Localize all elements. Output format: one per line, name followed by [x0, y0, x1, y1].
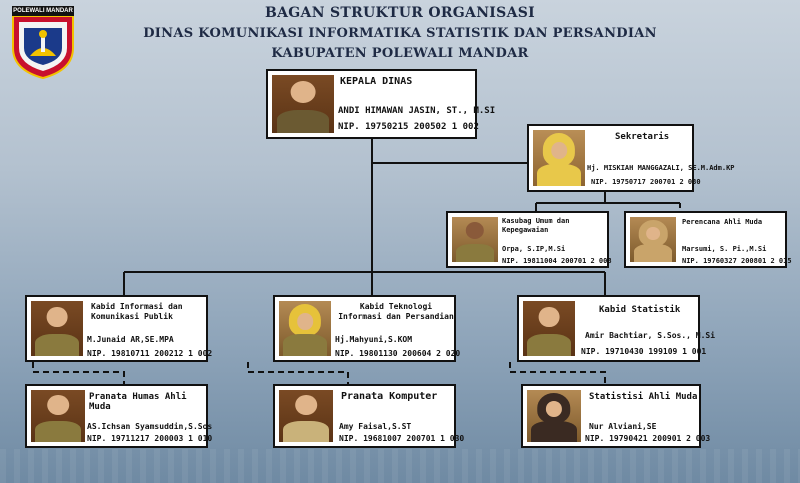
- role-kabid-tip: Kabid Teknologi Informasi dan Persandian: [338, 302, 454, 321]
- nip-kabid-statistik: NIP. 19710430 199109 1 001: [581, 347, 707, 356]
- card-kasubag[interactable]: Kasubag Umum dan Kepegawaian Orpa, S.IP,…: [446, 211, 612, 268]
- nip-kasubag: NIP. 19811004 200701 2 008: [502, 257, 612, 265]
- role-statistisi: Statistisi Ahli Muda: [589, 392, 698, 402]
- line-to-statistisi: [509, 362, 606, 384]
- line-to-pranata-komputer: [247, 362, 349, 384]
- name-pranata-komputer: Amy Faisal,S.ST: [339, 422, 412, 431]
- photo-kabid-tip: [279, 301, 331, 356]
- card-kabid-tip[interactable]: Kabid Teknologi Informasi dan Persandian…: [273, 295, 460, 362]
- card-sekretaris[interactable]: Sekretaris Hj. MISKIAH MANGGAZALI, SE.M.…: [527, 124, 735, 192]
- card-perencana[interactable]: Perencana Ahli Muda Marsumi, S. Pi.,M.Si…: [624, 211, 792, 268]
- card-pranata-humas[interactable]: Pranata Humas Ahli Muda AS.Ichsan Syamsu…: [25, 384, 212, 448]
- nip-pranata-komputer: NIP. 19681007 200701 1 030: [339, 434, 465, 443]
- nip-statistisi: NIP. 19790421 200901 2 003: [585, 434, 711, 443]
- card-pranata-komputer[interactable]: Pranata Komputer Amy Faisal,S.ST NIP. 19…: [273, 384, 464, 448]
- card-kepala-dinas[interactable]: KEPALA DINAS ANDI HIMAWAN JASIN, ST., M.…: [266, 69, 495, 139]
- role-kasubag: Kasubag Umum dan Kepegawaian: [502, 217, 570, 234]
- photo-kepala-dinas: [272, 75, 334, 133]
- name-kepala-dinas: ANDI HIMAWAN JASIN, ST., M.SI: [338, 106, 496, 116]
- card-statistisi[interactable]: Statistisi Ahli Muda Nur Alviani,SE NIP.…: [521, 384, 710, 448]
- chart-title-3: KABUPATEN POLEWALI MANDAR: [271, 46, 529, 61]
- name-perencana: Marsumi, S. Pi.,M.Si: [682, 245, 767, 253]
- photo-sekretaris: [533, 130, 585, 186]
- nip-kepala-dinas: NIP. 19750215 200502 1 002: [338, 122, 479, 132]
- role-pranata-komputer: Pranata Komputer: [341, 391, 438, 402]
- name-kasubag: Orpa, S.IP,M.Si: [502, 245, 566, 253]
- role-perencana: Perencana Ahli Muda: [682, 218, 763, 226]
- chart-title-1: BAGAN STRUKTUR ORGANISASI: [265, 5, 535, 21]
- decorative-footer-pattern: [0, 449, 800, 483]
- line-to-pranata-humas: [32, 362, 125, 384]
- chart-title-2: DINAS KOMUNIKASI INFORMATIKA STATISTIK D…: [143, 26, 657, 41]
- nip-sekretaris: NIP. 19750717 200701 2 030: [591, 178, 701, 186]
- name-kabid-ikp: M.Junaid AR,SE.MPA: [87, 335, 174, 344]
- name-pranata-humas: AS.Ichsan Syamsuddin,S.Sos: [87, 422, 213, 431]
- regency-logo: POLEWALI MANDAR: [10, 4, 76, 80]
- card-kabid-statistik[interactable]: Kabid Statistik Amir Bachtiar, S.Sos., M…: [517, 295, 715, 362]
- nip-pranata-humas: NIP. 19711217 200003 1 010: [87, 434, 213, 443]
- name-statistisi: Nur Alviani,SE: [589, 422, 657, 431]
- photo-kasubag: [452, 217, 498, 262]
- role-kabid-statistik: Kabid Statistik: [599, 305, 681, 315]
- nip-kabid-ikp: NIP. 19810711 200212 1 002: [87, 349, 213, 358]
- name-sekretaris: Hj. MISKIAH MANGGAZALI, SE.M.Adm.KP: [587, 164, 735, 172]
- logo-text: POLEWALI MANDAR: [13, 8, 73, 14]
- photo-pranata-komputer: [279, 390, 333, 442]
- photo-kabid-statistik: [523, 301, 575, 356]
- photo-statistisi: [527, 390, 581, 442]
- nip-perencana: NIP. 19760327 200801 2 015: [682, 257, 792, 265]
- photo-kabid-ikp: [31, 301, 83, 356]
- role-kepala-dinas: KEPALA DINAS: [340, 76, 413, 87]
- nip-kabid-tip: NIP. 19801130 200604 2 020: [335, 349, 461, 358]
- photo-perencana: [630, 217, 676, 262]
- name-kabid-statistik: Amir Bachtiar, S.Sos., M.Si: [585, 331, 716, 340]
- role-sekretaris: Sekretaris: [615, 132, 670, 142]
- name-kabid-tip: Hj.Mahyuni,S.KOM: [335, 335, 413, 344]
- photo-pranata-humas: [31, 390, 85, 442]
- card-kabid-ikp[interactable]: Kabid Informasi dan Komunikasi Publik M.…: [25, 295, 212, 362]
- role-pranata-humas: Pranata Humas Ahli Muda: [89, 392, 187, 412]
- role-kabid-ikp: Kabid Informasi dan Komunikasi Publik: [91, 302, 183, 321]
